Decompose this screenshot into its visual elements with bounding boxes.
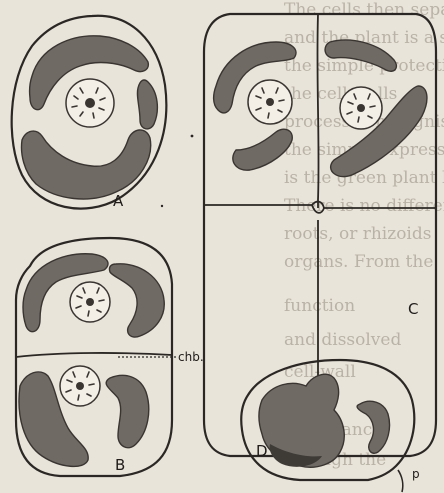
cell-d: D p [241, 360, 419, 492]
label-d: D [256, 442, 268, 460]
label-p: p [412, 467, 420, 481]
speck [161, 205, 163, 207]
cell-d-chloroplast-small [357, 401, 389, 453]
cell-c-nucleolus-right [357, 104, 365, 112]
cell-b-nucleolus-upper [86, 298, 94, 306]
cell-a-chloroplast-right [137, 80, 157, 129]
cell-a: A [12, 16, 167, 210]
cell-b: chb. B [16, 238, 204, 476]
cell-b-chloroplast-2 [109, 264, 164, 337]
cell-b-division-wall [16, 353, 172, 357]
cell-c-nucleolus-left [266, 98, 274, 106]
speck [191, 135, 194, 138]
label-chb: chb. [178, 350, 204, 364]
label-c: C [408, 300, 418, 318]
cell-b-nucleolus-lower [76, 382, 84, 390]
cell-a-nucleolus [85, 98, 95, 108]
label-b: B [115, 456, 125, 474]
cell-c-wall-horizontal [204, 205, 436, 208]
cell-d-protrusion [398, 470, 403, 492]
cell-c-chloroplast-3 [325, 40, 396, 71]
cell-c-chloroplast-2 [233, 129, 292, 170]
label-a: A [113, 192, 124, 210]
cell-b-chloroplast-4 [106, 375, 149, 447]
